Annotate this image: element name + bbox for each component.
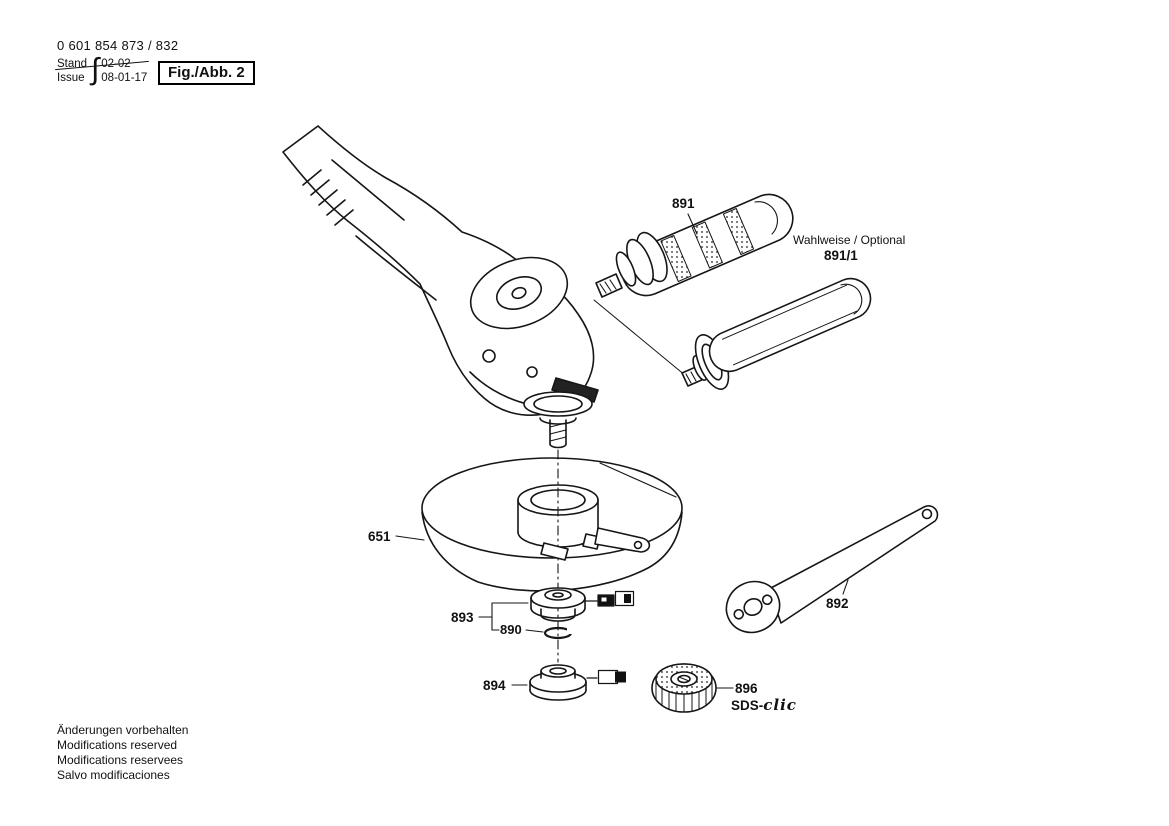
figure-label: Fig./Abb. 2 (158, 61, 255, 85)
footer-line-es: Salvo modificaciones (57, 768, 170, 782)
stand-value: 02-02 (101, 57, 147, 71)
part-label-891-1: 891/1 (824, 248, 858, 263)
footer-line-fr: Modifications reservees (57, 753, 184, 767)
sds-script: clic (763, 696, 797, 714)
part-label-651: 651 (368, 529, 391, 544)
clamping-nut-896 (651, 663, 717, 713)
sds-prefix: SDS- (731, 698, 764, 713)
guard-651 (421, 457, 683, 592)
backing-flange-894 (529, 664, 587, 701)
revision-brace: ∫ (91, 53, 100, 86)
optional-note: Wahlweise / Optional (793, 233, 906, 247)
part-label-893: 893 (451, 610, 474, 625)
side-handle-891 (595, 193, 794, 298)
grinder-body (282, 125, 599, 449)
header-part-number: 0 601 854 873 / 832 (57, 38, 179, 53)
footer-line-en: Modifications reserved (57, 738, 178, 752)
footer-line-de: Änderungen vorbehalten (57, 723, 189, 737)
sds-clic-branding: SDS-clic (731, 696, 797, 715)
leader-optional-handle (593, 299, 687, 377)
grease-symbol-894 (586, 669, 626, 685)
issue-label: Issue (57, 72, 85, 84)
retaining-ring-890 (543, 626, 573, 640)
optional-side-handle-891-1 (681, 277, 872, 390)
label-leaders (395, 213, 849, 689)
issue-value: 08-01-17 (101, 72, 148, 84)
part-label-892: 892 (826, 596, 849, 611)
pin-wrench-892 (725, 505, 939, 634)
footer-notes: Änderungen vorbehalten Modifications res… (57, 723, 188, 783)
nameplate (551, 377, 599, 403)
part-label-891: 891 (672, 196, 695, 211)
part-label-890: 890 (500, 622, 522, 637)
grease-symbol-893 (585, 590, 635, 607)
revision-block: Stand Issue ∫ 02-02 08-01-17 (57, 53, 148, 86)
part-label-896: 896 (735, 681, 758, 696)
mounting-flange-893 (530, 587, 586, 622)
part-label-894: 894 (483, 678, 506, 693)
